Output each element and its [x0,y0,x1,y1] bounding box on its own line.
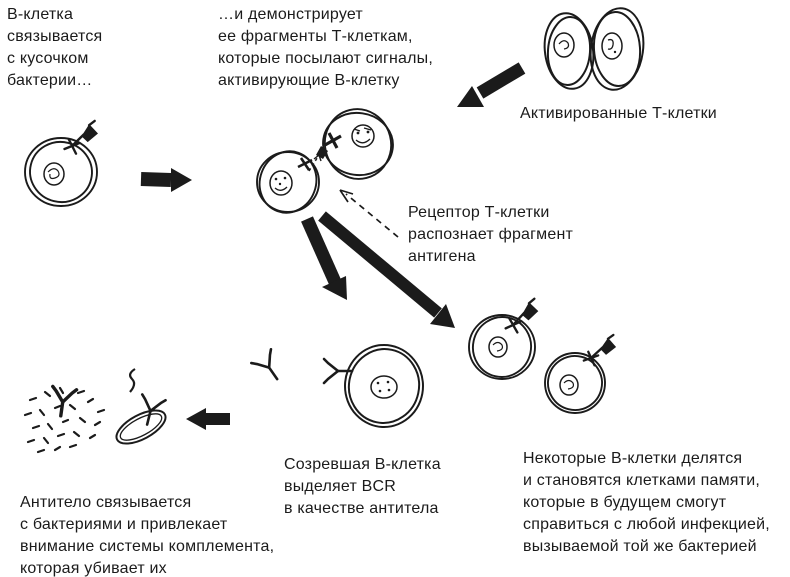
nucleus [559,374,579,396]
label-memory-b-cells: Некоторые В-клетки делятся и становятся … [523,450,770,555]
secreted-antibody-icon [322,357,354,385]
memory-b-cells-drawing [468,314,606,414]
activated-t-cells-drawing [543,7,645,91]
antibody-bound-bacterium-drawing [115,368,167,445]
nucleus [488,336,508,358]
receptor-junction-icon [297,132,342,172]
nucleus [553,32,575,58]
nucleus [43,162,65,186]
label-mature-b-cell: Созревшая В-клетка выделяет BCR в качест… [284,456,441,517]
receptor-annotation-dashed-arrow-icon [339,189,399,238]
free-antibody-icon [249,347,289,388]
arrow-right-icon [140,168,192,192]
mature-b-cell-drawing [344,344,424,428]
nucleus [370,375,398,399]
arrow-from-t-cells-icon [457,62,526,107]
arrow-to-memory-b-cells-icon [318,211,455,328]
arrow-to-mature-b-cell-icon [301,216,347,300]
arrow-left-icon [186,408,230,430]
label-b-cell-binds: В-клетка связывается с кусочком бактерии… [7,6,103,89]
bcr-receptor-antigen-icon [582,329,620,370]
label-demonstrates-fragments: …и демонстрирует ее фрагменты Т-клеткам,… [218,6,434,89]
label-antibody-complement: Антитело связывается с бактериями и прив… [20,494,275,577]
b-cell-with-bound-antigen-drawing [24,116,101,207]
nucleus [601,32,623,60]
nucleus [351,124,375,148]
label-t-cell-receptor: Рецептор Т-клетки распознает фрагмент ан… [408,204,574,265]
destroyed-bacteria-debris-drawing [23,386,106,454]
signal-squiggle-icon [128,368,136,393]
label-activated-t-cells: Активированные Т-клетки [520,105,717,122]
nucleus [269,170,293,196]
b-cell-t-cell-interaction-drawing [256,108,394,214]
